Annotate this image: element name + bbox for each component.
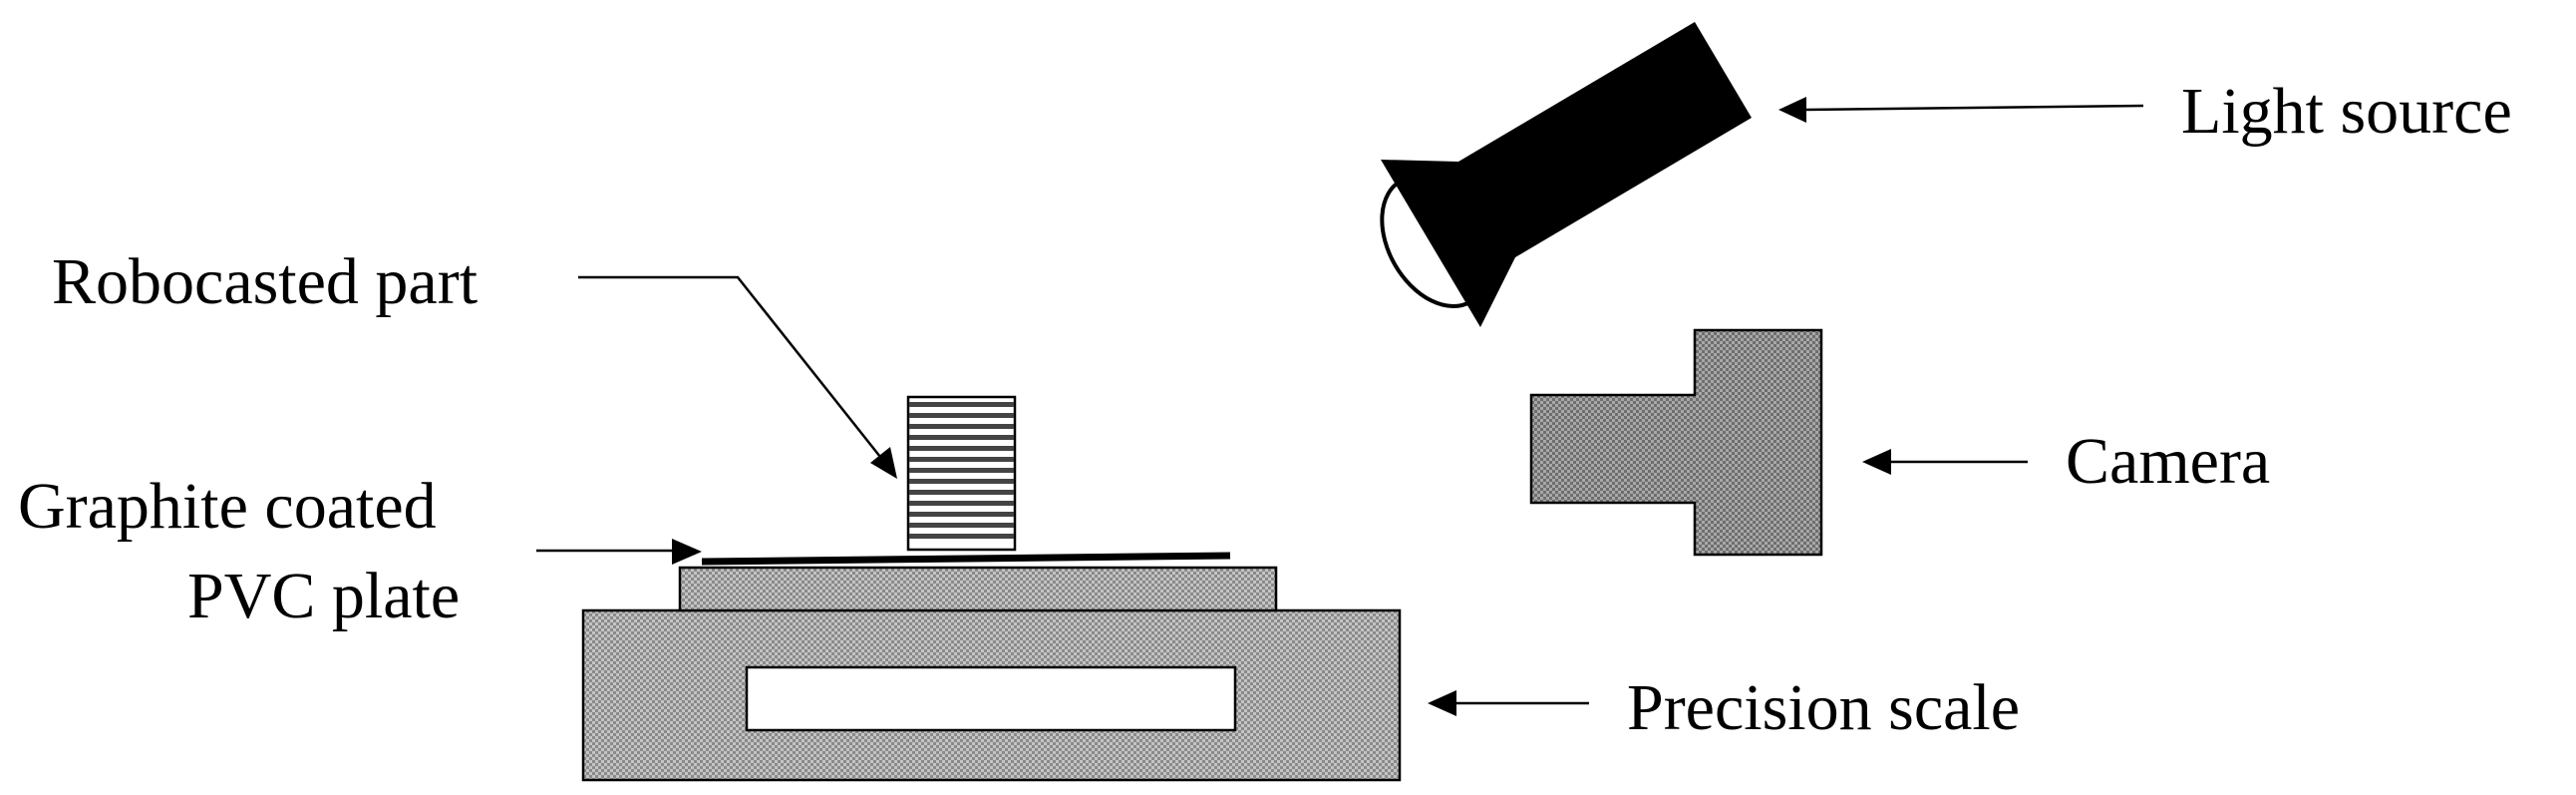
- precision-scale-display: [745, 665, 1237, 732]
- graphite-plate-arrowhead: [672, 539, 702, 565]
- camera-body: [1529, 328, 1823, 557]
- graphite-plate-label-line2: PVC plate: [187, 560, 460, 632]
- light-source-icon: [1380, 22, 1752, 327]
- precision-scale-label: Precision scale: [1627, 671, 2020, 744]
- robocasted-part: [906, 395, 1017, 552]
- graphite-pvc-plate: [701, 552, 1231, 566]
- light-source-leader-line: [1803, 104, 2144, 112]
- light-source-body: [1381, 22, 1752, 327]
- robocasted-part-leader-line: [578, 275, 881, 458]
- camera-label: Camera: [2066, 425, 2270, 498]
- light-source-label: Light source: [2181, 75, 2512, 148]
- camera-icon: [1529, 328, 1823, 557]
- robocasted-part-label: Robocasted part: [52, 245, 478, 318]
- robocasted-part-arrowhead: [870, 447, 897, 479]
- precision-scale-pan: [678, 566, 1278, 612]
- graphite-plate-label-line1: Graphite coated: [18, 470, 437, 543]
- precision-scale-arrowhead: [1428, 690, 1456, 716]
- camera-arrowhead: [1862, 449, 1891, 475]
- precision-scale: [581, 566, 1402, 782]
- robocasted-part-layers: [909, 402, 1014, 539]
- light-source-arrowhead: [1778, 97, 1806, 123]
